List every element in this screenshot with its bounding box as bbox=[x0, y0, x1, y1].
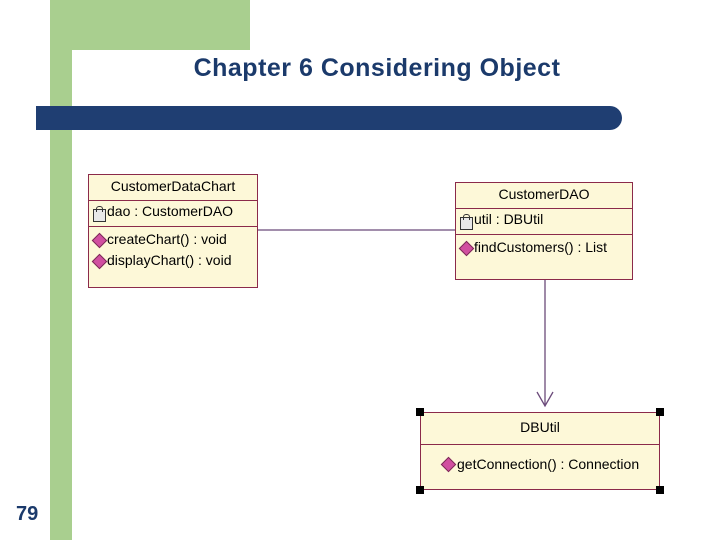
page-number: 79 bbox=[16, 503, 39, 525]
page-title: Chapter 6 Considering Object bbox=[193, 54, 561, 82]
uml-class-customer-data-chart[interactable]: CustomerDataChart dao : CustomerDAO crea… bbox=[88, 174, 258, 288]
class-attribute: util : DBUtil bbox=[474, 211, 544, 227]
selection-handle[interactable] bbox=[656, 486, 664, 494]
class-operation-compartment: getConnection() : Connection bbox=[421, 445, 659, 489]
class-operation-compartment: createChart() : void displayChart() : vo… bbox=[89, 227, 257, 289]
green-left-band bbox=[50, 0, 72, 540]
selection-handle[interactable] bbox=[656, 408, 664, 416]
uml-class-customer-dao[interactable]: CustomerDAO util : DBUtil findCustomers(… bbox=[455, 182, 633, 280]
class-attribute-compartment: util : DBUtil bbox=[456, 209, 632, 235]
selection-handle[interactable] bbox=[416, 486, 424, 494]
class-attribute: dao : CustomerDAO bbox=[107, 203, 234, 219]
class-operation: displayChart() : void bbox=[107, 252, 232, 268]
class-name-compartment: CustomerDataChart bbox=[89, 175, 257, 201]
green-header-band bbox=[50, 0, 250, 50]
uml-class-dbutil[interactable]: DBUtil getConnection() : Connection bbox=[420, 412, 660, 490]
lock-icon bbox=[93, 206, 106, 222]
selection-handle[interactable] bbox=[416, 408, 424, 416]
class-operation-compartment: findCustomers() : List bbox=[456, 235, 632, 279]
class-name-compartment: CustomerDAO bbox=[456, 183, 632, 209]
class-operation: createChart() : void bbox=[107, 231, 227, 247]
class-attribute-compartment: dao : CustomerDAO bbox=[89, 201, 257, 227]
class-operation: findCustomers() : List bbox=[474, 239, 608, 255]
title-underline-bar bbox=[36, 106, 622, 130]
class-operation: getConnection() : Connection bbox=[457, 456, 640, 472]
class-name-compartment: DBUtil bbox=[421, 413, 659, 445]
lock-icon bbox=[460, 214, 473, 230]
